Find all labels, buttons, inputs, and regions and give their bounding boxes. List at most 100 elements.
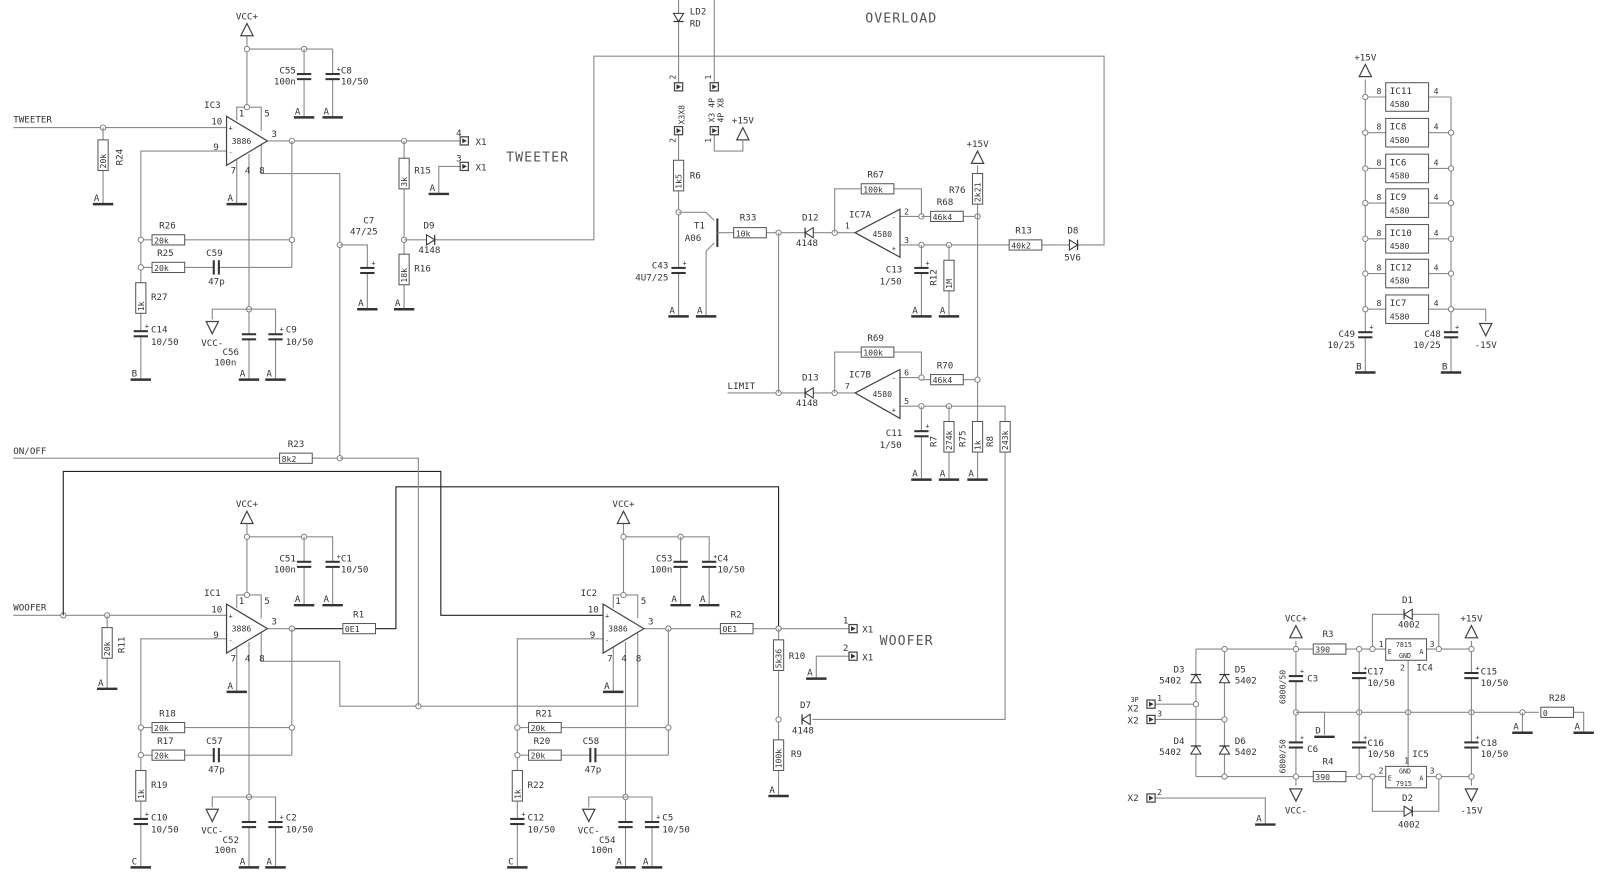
component-label: 100n [214, 357, 236, 368]
component-label: 1/50 [880, 440, 902, 451]
component-label: 1 [703, 138, 713, 143]
component-label: D8 [1067, 226, 1078, 237]
ic-label: IC7 [1390, 298, 1407, 309]
component-label: R69 [867, 333, 884, 344]
junction-node [137, 724, 144, 731]
component-label: C51 [279, 553, 296, 564]
resistor-value: 20k [531, 751, 546, 761]
connector-arrow-icon [712, 128, 717, 134]
ground-label: A [912, 305, 918, 316]
component-label: 4 [621, 653, 627, 664]
junction-node [1292, 773, 1300, 780]
component-label: C2 [286, 812, 297, 823]
capacitor [267, 821, 284, 828]
ground-label: D [1315, 726, 1321, 737]
component-label: 3 [271, 129, 277, 140]
component-label: 3 [271, 617, 277, 628]
diode [1189, 673, 1202, 684]
connector-arrow-icon [462, 163, 467, 169]
ground-label: A [295, 594, 301, 605]
component-label: D2 [1402, 793, 1413, 804]
supply-label: -15V [1475, 340, 1498, 351]
resistor [672, 159, 685, 192]
component-label: R9 [791, 749, 802, 760]
junction-node [1292, 645, 1300, 653]
resistor-value: 1k [973, 440, 983, 450]
component-label: C18 [1481, 738, 1498, 749]
junction-node [514, 724, 521, 731]
junction-node [620, 533, 627, 540]
resistor [733, 227, 767, 239]
component-label: 6800/50 [1278, 670, 1288, 704]
component-label: 10/50 [662, 825, 690, 836]
wire [246, 48, 334, 118]
ic-package [1385, 188, 1430, 218]
component-label: 1 [239, 596, 245, 607]
polarity-mark: + [1476, 664, 1480, 672]
connector-arrow-icon [462, 138, 467, 144]
component-label: 4 [245, 166, 251, 177]
diode [426, 233, 436, 246]
component-label: C17 [1367, 667, 1384, 678]
wire [1573, 711, 1585, 733]
component-label: E [1388, 648, 1392, 656]
polarity-mark: + [1363, 664, 1367, 672]
supply-arrow-down-icon [581, 808, 596, 823]
ic-part: 4580 [1390, 276, 1410, 286]
component-label: 10/50 [151, 337, 179, 348]
resistor [528, 749, 562, 761]
component-label: R7 [929, 436, 940, 447]
resistor [1312, 770, 1347, 783]
net-label-onoff: ON/OFF [13, 446, 46, 457]
resistor-value: 46k4 [933, 212, 953, 222]
component-label: 4 [1434, 122, 1439, 132]
ground-label: A [295, 106, 301, 117]
component-label: C57 [206, 736, 223, 747]
component-label: C52 [222, 835, 239, 846]
supply-label: +15V [967, 139, 990, 150]
component-label: 4 [1434, 298, 1439, 308]
component-label: 10/50 [1367, 749, 1395, 760]
resistor-value: 1k [136, 301, 146, 311]
resistor [528, 722, 562, 734]
junction-node [1468, 773, 1475, 780]
component-label: 9 [213, 630, 219, 641]
resistor-value: 20k [98, 154, 108, 169]
component-label: R1 [353, 609, 364, 620]
diode [804, 226, 814, 239]
component-label: R26 [159, 221, 176, 232]
component-label: + [229, 125, 233, 133]
component-label: R70 [937, 360, 954, 371]
component-label: 8 [1377, 228, 1382, 238]
ic-part: 4580 [1390, 205, 1410, 215]
component-label: R10 [789, 651, 806, 662]
ic-part: 4580 [1390, 99, 1410, 109]
component-label: 4 [456, 128, 462, 139]
capacitor [1357, 331, 1374, 338]
junction-node [1447, 129, 1455, 136]
component-label: 10/50 [151, 825, 179, 836]
ic-label: IC6 [1390, 157, 1407, 168]
component-label: R12 [929, 269, 940, 286]
ground-label: A [671, 594, 677, 605]
component-label: R18 [159, 708, 176, 719]
component-label: R33 [740, 212, 757, 223]
component-label: R2 [731, 609, 742, 620]
wire [678, 211, 715, 221]
opamp-symbol [225, 115, 269, 167]
wire [246, 536, 334, 606]
component-label: 3 [648, 617, 654, 628]
component-label: 4580 [872, 229, 892, 239]
ic-package [1385, 294, 1430, 325]
supply-label: VCC+ [236, 11, 259, 22]
junction-node [243, 533, 251, 540]
ic-package [1385, 224, 1430, 254]
component-label: 10 [211, 117, 222, 128]
capacitor [1351, 741, 1368, 749]
wire [834, 351, 922, 393]
ground-label: A [769, 785, 775, 796]
diode [1403, 608, 1413, 621]
component-label: 100n [591, 845, 613, 856]
component-label: 8 [636, 653, 642, 664]
component-label: C43 [652, 260, 669, 271]
